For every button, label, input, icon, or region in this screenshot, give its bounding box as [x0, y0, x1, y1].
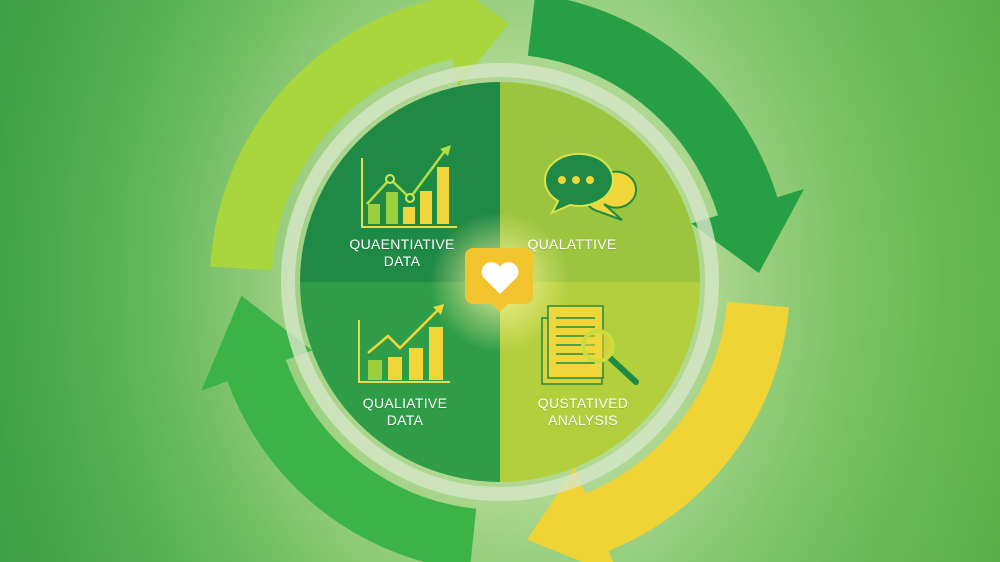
heart-icon[interactable] — [465, 248, 533, 312]
arrow-bottom-left — [201, 295, 477, 562]
speech-bubbles-icon — [543, 152, 638, 221]
arrow-top-right — [527, 0, 805, 273]
bar-chart-trend-icon — [358, 304, 450, 383]
label-line: QUALIATIVE — [362, 395, 448, 411]
label-line: DATA — [383, 253, 421, 269]
quadrant-label-qualitative: QUALATTIVE — [492, 236, 652, 253]
arrow-top-left — [210, 0, 509, 271]
label-line: QUALATTIVE — [527, 236, 617, 252]
label-line: DATA — [386, 412, 424, 428]
inner-ring — [281, 63, 719, 501]
label-line: QUAENTIATIVE — [349, 236, 455, 252]
label-line: ANALYSIS — [548, 412, 618, 428]
label-line: QUSTATIVED — [537, 395, 629, 411]
arrow-bottom-right — [527, 301, 789, 562]
chart-line-bars-icon — [361, 145, 457, 228]
quadrant-top-left — [300, 82, 500, 282]
document-magnifier-icon — [541, 305, 639, 385]
